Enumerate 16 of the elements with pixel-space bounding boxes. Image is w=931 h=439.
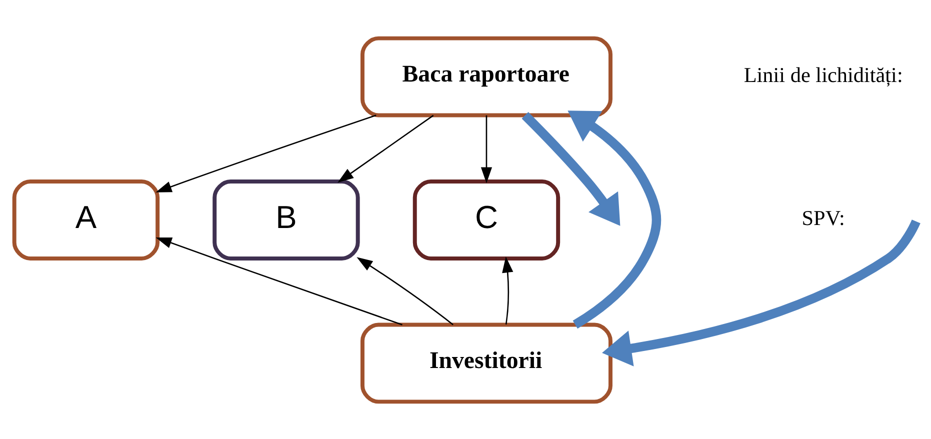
arrow	[602, 218, 920, 366]
arrow	[338, 114, 434, 182]
node-box: C	[412, 179, 560, 260]
arrow	[502, 256, 514, 324]
arrow	[480, 114, 492, 183]
arrow	[568, 110, 662, 328]
node-box: B	[212, 179, 360, 260]
node-box: A	[12, 179, 160, 260]
node-box: Investitorii	[360, 322, 612, 404]
arrow	[356, 256, 454, 325]
node-box: Baca raportoare	[360, 36, 612, 117]
label: Linii de lichidități:	[744, 62, 903, 86]
label: SPV:	[802, 206, 845, 230]
arrow	[156, 114, 376, 192]
arrow	[522, 112, 620, 226]
arrow	[156, 236, 402, 325]
